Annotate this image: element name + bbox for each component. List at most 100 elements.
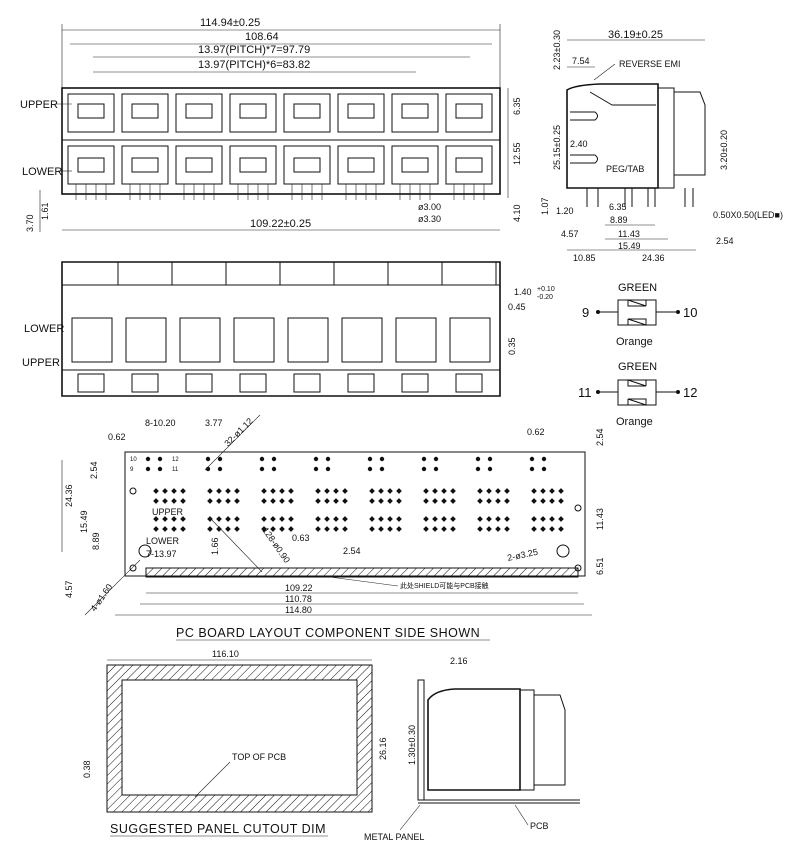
led-hole: [325, 456, 331, 462]
upper-port-contacts: [401, 103, 429, 119]
shield-note: 此处SHIELD可能与PCB接触: [400, 581, 489, 590]
led-hole: [475, 466, 481, 472]
signal-hole: [315, 526, 321, 532]
signal-hole: [162, 526, 168, 532]
signal-hole: [387, 488, 393, 494]
dim-0-62-left: 0.62: [108, 432, 126, 442]
signal-hole: [288, 498, 294, 504]
rear-lower-port: [179, 317, 221, 363]
rear-upper-port: [77, 373, 105, 393]
signal-hole: [342, 526, 348, 532]
holes-4: 4-ø1.60: [88, 582, 114, 613]
dim-0-45: 0.45: [508, 302, 526, 312]
led2-pin-left: 11: [578, 385, 592, 400]
led1-color-top: GREEN: [618, 282, 657, 294]
signal-hole: [531, 488, 537, 494]
width-109-22: 109.22: [285, 583, 313, 593]
dim-11-43-pcb: 11.43: [595, 508, 605, 530]
dim-depth: 36.19±0.25: [608, 29, 663, 41]
dim-1-40: 1.40: [514, 287, 532, 297]
upper-port: [121, 93, 169, 133]
led-hole: [367, 456, 373, 462]
upper-port: [391, 93, 439, 133]
lower-port-contacts: [455, 157, 483, 173]
dim-2-54-left: 2.54: [89, 461, 99, 479]
rear-lower-port: [449, 317, 491, 363]
pcb-label: PCB: [530, 821, 549, 831]
led-hole: [379, 456, 385, 462]
signal-hole: [171, 488, 177, 494]
dim-0-35: 0.35: [507, 337, 517, 355]
signal-hole: [450, 526, 456, 532]
signal-hole: [378, 526, 384, 532]
signal-hole: [396, 526, 402, 532]
signal-hole: [288, 488, 294, 494]
signal-hole: [495, 498, 501, 504]
signal-hole: [378, 516, 384, 522]
holes-32: 32-ø1.12: [222, 416, 255, 449]
signal-hole: [324, 526, 330, 532]
upper-port-contacts: [347, 103, 375, 119]
signal-hole: [207, 516, 213, 522]
signal-hole: [540, 488, 546, 494]
signal-hole: [315, 488, 321, 494]
signal-hole: [153, 516, 159, 522]
pcb-lower-label: LOWER: [146, 536, 180, 546]
led-hole: [205, 456, 211, 462]
pcb-layout: 10 9 12 11 8-10.20 3.77 0.62 32-ø1.12 0.…: [61, 414, 605, 641]
lower-port: [175, 145, 223, 185]
dim-pitch-pcb: 7-13.97: [146, 549, 177, 559]
pin-11: 11: [172, 467, 179, 473]
signal-hole: [279, 526, 285, 532]
led-hole: [157, 456, 163, 462]
lower-port: [67, 145, 115, 185]
signal-hole: [216, 526, 222, 532]
upper-port-contacts: [293, 103, 321, 119]
led-hole: [259, 466, 265, 472]
upper-port: [445, 93, 493, 133]
upper-port: [175, 93, 223, 133]
dim-2-16: 2.16: [450, 656, 468, 666]
led-hole: [145, 466, 151, 472]
signal-hole: [153, 526, 159, 532]
signal-hole: [378, 488, 384, 494]
lower-port-contacts: [347, 157, 375, 173]
signal-hole: [324, 498, 330, 504]
signal-hole: [225, 516, 231, 522]
led-hole: [421, 456, 427, 462]
signal-hole: [549, 526, 555, 532]
led-hole: [421, 466, 427, 472]
led-hole: [157, 466, 163, 472]
dim-3-77: 3.77: [205, 418, 223, 428]
lower-port-contacts: [239, 157, 267, 173]
signal-hole: [270, 526, 276, 532]
metal-panel-label: METAL PANEL: [364, 832, 424, 842]
dim-4-57-side: 4.57: [561, 229, 579, 239]
signal-hole: [540, 498, 546, 504]
dim-2-54-mid: 2.54: [343, 546, 361, 556]
signal-hole: [540, 526, 546, 532]
dim-6-51: 6.51: [595, 557, 605, 575]
dim-1-07: 1.07: [540, 197, 550, 215]
dim-1-30: 1.30±0.30: [407, 725, 417, 765]
lower-port: [445, 145, 493, 185]
dim-pitch-6: 13.97(PITCH)*6=83.82: [198, 59, 310, 71]
signal-hole: [261, 498, 267, 504]
signal-hole: [477, 488, 483, 494]
signal-hole: [423, 516, 429, 522]
dim-12-55: 12.55: [512, 142, 522, 165]
signal-hole: [216, 488, 222, 494]
signal-hole: [324, 516, 330, 522]
dim-overall-width: 114.94±0.25: [200, 17, 260, 29]
dim-15-49-pcb: 15.49: [79, 510, 89, 533]
dim-hole-3-30: ø3.30: [418, 214, 441, 224]
cutout-height: 26.16: [378, 737, 388, 760]
rear-lower-port: [71, 317, 113, 363]
rear-lower-label: LOWER: [24, 323, 64, 335]
signal-hole: [531, 526, 537, 532]
signal-hole: [450, 516, 456, 522]
dim-8-89-pcb: 8.89: [91, 532, 101, 550]
signal-hole: [234, 516, 240, 522]
signal-hole: [504, 488, 510, 494]
